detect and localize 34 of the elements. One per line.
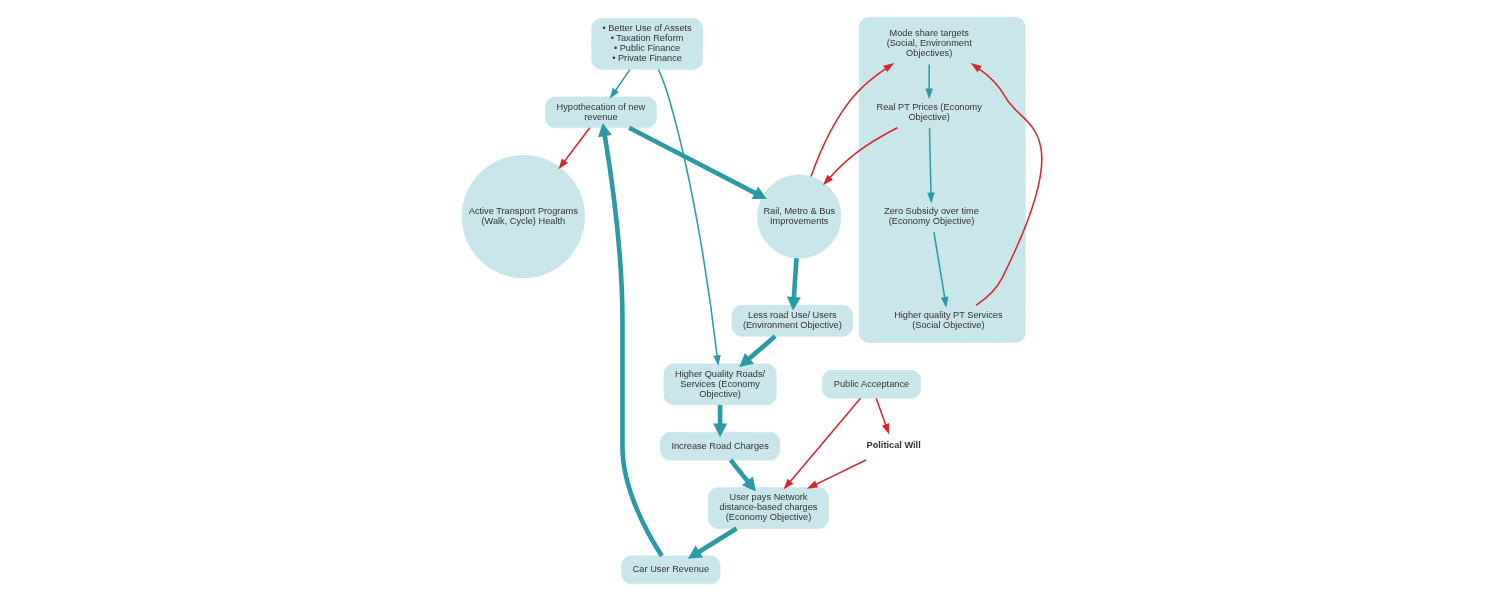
arrow	[786, 258, 801, 311]
arrow	[597, 122, 664, 558]
arrow	[657, 68, 721, 367]
arrow	[875, 397, 890, 435]
arrow	[933, 231, 949, 308]
node-text: Political Will	[866, 439, 921, 450]
arrow	[558, 127, 591, 170]
node-box: Car User Revenue	[621, 555, 721, 585]
cluster	[858, 17, 1026, 343]
arrow	[609, 68, 631, 99]
node-box: • Better Use of Assets • Taxation Reform • Public Finance • Private Finance	[591, 18, 703, 70]
node-text: Higher quality PT Services (Social Objective)	[894, 310, 1003, 331]
node-box: User pays Network distance-based charges (Economy Objective)	[708, 487, 829, 529]
arrow	[713, 404, 728, 438]
arrow	[783, 397, 862, 490]
node-text: Zero Subsidy over time (Economy Objective)	[884, 205, 979, 226]
arrow	[806, 459, 867, 489]
node-box: Higher Quality Roads/ Services (Economy Objective)	[663, 363, 777, 406]
arrow	[822, 126, 899, 186]
node-text: Mode share targets (Social, Environment Objectives)	[886, 28, 972, 59]
arrow	[728, 458, 756, 492]
arrow	[628, 125, 767, 200]
node-text: Real PT Prices (Economy Objective)	[876, 101, 982, 122]
arrow	[810, 63, 895, 178]
arrow	[739, 334, 777, 368]
arrow	[927, 127, 935, 204]
arrow	[925, 63, 933, 100]
arrow	[687, 526, 738, 559]
node-box: Hypothecation of new revenue	[545, 96, 657, 129]
node-box: Less road Use/ Users (Environment Objective)	[731, 305, 854, 337]
node-box: Increase Road Charges	[660, 431, 781, 461]
node-box: Public Acceptance	[821, 370, 922, 399]
node-circle: Active Transport Programs (Walk, Cycle) Health	[461, 154, 586, 279]
arrow	[970, 63, 1043, 307]
